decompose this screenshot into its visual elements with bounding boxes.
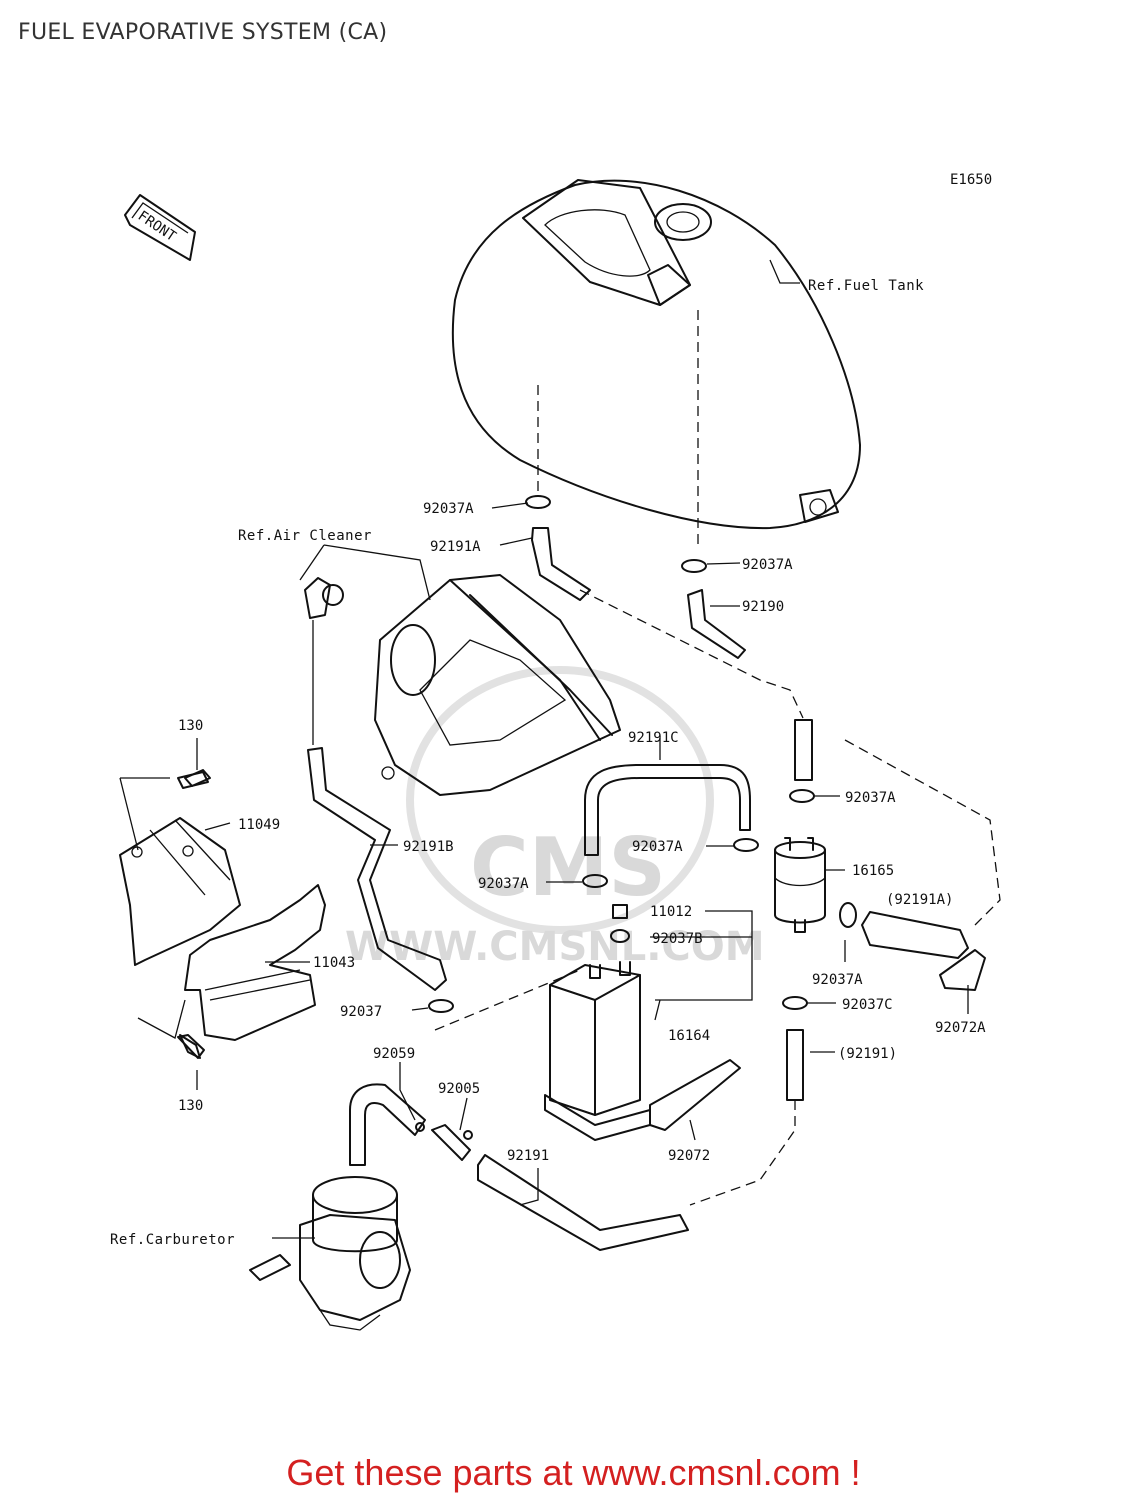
part-label-11043: 11043 (313, 955, 355, 971)
part-label-92191-paren: (92191) (838, 1046, 897, 1062)
part-label-11012: 11012 (650, 904, 692, 920)
fuel-tank-drawing (451, 179, 861, 530)
part-label-16165: 16165 (852, 863, 894, 879)
part-label-92037C: 92037C (842, 997, 893, 1013)
watermark-url: WWW.CMSNL.COM (345, 924, 765, 970)
part-label-92190: 92190 (742, 599, 784, 615)
watermark-logo: CMS (470, 821, 666, 914)
carburetor-drawing (249, 1176, 411, 1331)
part-label-92037A-tank: 92037A (423, 501, 474, 517)
part-label-92037A-upper: 92037A (845, 790, 896, 806)
part-label-130-bottom: 130 (178, 1098, 203, 1114)
part-label-92191C: 92191C (628, 730, 679, 746)
footer-link[interactable]: Get these parts at www.cmsnl.com ! (286, 1452, 861, 1493)
front-arrow-icon: FRONT (124, 194, 196, 261)
part-label-92072A: 92072A (935, 1020, 986, 1036)
bracket-drawing (119, 771, 326, 1059)
ref-fuel-tank-label: Ref.Fuel Tank (808, 278, 924, 294)
part-label-92191: 92191 (507, 1148, 549, 1164)
watermark: CMS WWW.CMSNL.COM (345, 666, 765, 970)
canister-16164-drawing (544, 961, 651, 1141)
part-label-92191A-paren: (92191A) (886, 892, 953, 908)
ref-air-cleaner-label: Ref.Air Cleaner (238, 528, 372, 544)
part-label-92191B: 92191B (403, 839, 454, 855)
part-label-92072: 92072 (668, 1148, 710, 1164)
strap-drawing (649, 949, 986, 1131)
separator-16165-drawing (774, 837, 826, 933)
part-label-92037A-right: 92037A (742, 557, 793, 573)
part-label-16164: 16164 (668, 1028, 710, 1044)
fitting-92005-drawing (415, 1122, 473, 1161)
part-label-92037: 92037 (340, 1004, 382, 1020)
parts-diagram: CMS WWW.CMSNL.COM E1650 FRONT (110, 172, 1001, 1331)
ref-carburetor-label: Ref.Carburetor (110, 1232, 235, 1248)
bolt-130-drawing (179, 769, 211, 1059)
assembly-guide-lines (434, 310, 1001, 1206)
air-cleaner-drawing (304, 574, 621, 796)
hoses (307, 527, 969, 1251)
part-label-92037B: 92037B (652, 931, 703, 947)
part-label-92059: 92059 (373, 1046, 415, 1062)
part-label-11049: 11049 (238, 817, 280, 833)
leader-lines (119, 259, 969, 1239)
page-title: FUEL EVAPORATIVE SYSTEM (CA) (18, 20, 388, 45)
part-label-92037A-left: 92037A (478, 876, 529, 892)
part-label-130-top: 130 (178, 718, 203, 734)
part-label-92191A: 92191A (430, 539, 481, 555)
part-label-92005: 92005 (438, 1081, 480, 1097)
diagram-code: E1650 (950, 172, 992, 188)
part-label-92037A-lower: 92037A (812, 972, 863, 988)
part-label-92037A-mid: 92037A (632, 839, 683, 855)
